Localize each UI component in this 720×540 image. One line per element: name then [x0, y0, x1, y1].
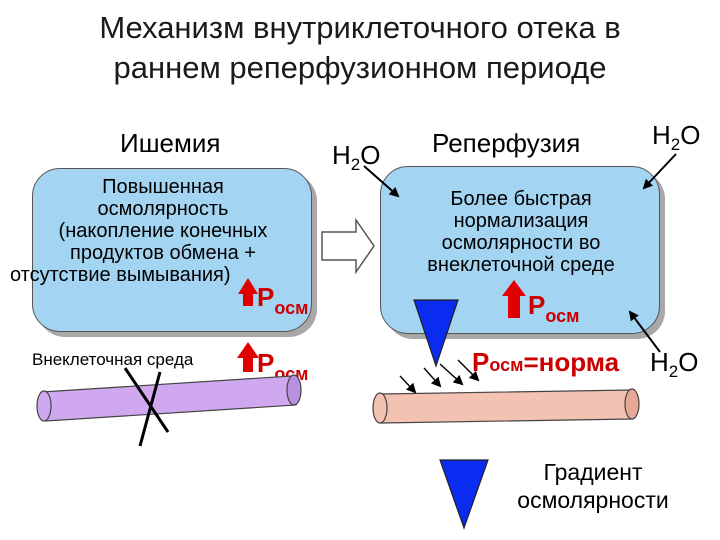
p-subscript: осм — [274, 298, 309, 318]
water-arrow-bottom-right — [628, 310, 661, 353]
reperfusion-line-2: нормализация — [453, 210, 589, 232]
ischemia-line-3: (накопление конечных — [58, 220, 268, 242]
h-letter: H — [332, 140, 351, 170]
ischemia-line-2: осмолярность — [97, 198, 229, 220]
water-label-bottom-right: H2O — [650, 347, 699, 381]
subscript-2: 2 — [350, 155, 361, 174]
h-letter: H — [652, 120, 671, 150]
o-letter: O — [680, 120, 701, 150]
norm-text: =норма — [523, 347, 620, 377]
p-letter: P — [257, 282, 275, 312]
ischemia-line-1: Повышенная — [102, 176, 224, 198]
gradient-triangle — [413, 299, 459, 368]
reperfusion-line-4: внеклеточной среде — [427, 254, 615, 276]
ischemia-up-arrow — [238, 278, 258, 306]
reperfusion-line-3: осмолярности во — [441, 232, 601, 254]
p-letter: P — [528, 290, 546, 320]
flow-arrows — [399, 359, 480, 394]
legend-line-1: Градиент — [543, 459, 643, 485]
subscript-2: 2 — [668, 362, 679, 381]
reperfusion-p-osm: Pосм — [528, 290, 579, 326]
legend-label: Градиент осмолярности — [488, 458, 698, 514]
p-letter: P — [472, 347, 490, 377]
reperfusion-heading: Реперфузия — [432, 128, 581, 158]
extracellular-label: Внеклеточная среда — [32, 350, 194, 369]
reperfusion-up-arrow — [502, 280, 526, 318]
title-line-1: Механизм внутриклеточного отека в — [99, 10, 621, 45]
p-osm-norm-label: Pосм=норма — [472, 347, 619, 378]
water-arrow-top-right — [642, 153, 677, 190]
subscript-2: 2 — [670, 135, 681, 154]
ischemia-box — [32, 168, 312, 332]
ischemia-heading: Ишемия — [120, 128, 221, 158]
reperfusion-line-1: Более быстрая — [450, 188, 592, 210]
reperfusion-box-text: Более быстрая нормализация осмолярности … — [390, 188, 652, 276]
transition-arrow — [321, 217, 375, 275]
ischemia-line-4: продуктов обмена + — [70, 242, 256, 264]
water-label-top-right: H2O — [652, 120, 701, 154]
p-letter: P — [257, 348, 275, 378]
o-letter: O — [678, 347, 699, 377]
block-cross-line-2 — [138, 371, 162, 447]
ischemia-box-text: Повышенная осмолярность (накопление коне… — [8, 176, 318, 286]
p-subscript: осм — [545, 306, 580, 326]
reperfusion-vessel — [372, 388, 640, 424]
water-arrow-middle — [363, 165, 400, 198]
ischemia-line-5: отсутствие вымывания) — [10, 264, 231, 286]
slide-title: Механизм внутриклеточного отека в раннем… — [0, 8, 720, 88]
water-label-middle: H2O — [332, 140, 381, 174]
title-line-2: раннем реперфузионном периоде — [113, 50, 607, 85]
h-letter: H — [650, 347, 669, 377]
ischemia-p-osm: Pосм — [257, 282, 308, 318]
ischemia-vessel — [36, 374, 302, 422]
legend-line-2: осмолярности — [517, 487, 669, 513]
block-cross-line-1 — [123, 367, 170, 433]
p-subscript: осм — [489, 355, 524, 375]
o-letter: O — [360, 140, 381, 170]
legend-triangle — [439, 459, 489, 530]
extracellular-up-arrow — [237, 342, 259, 372]
